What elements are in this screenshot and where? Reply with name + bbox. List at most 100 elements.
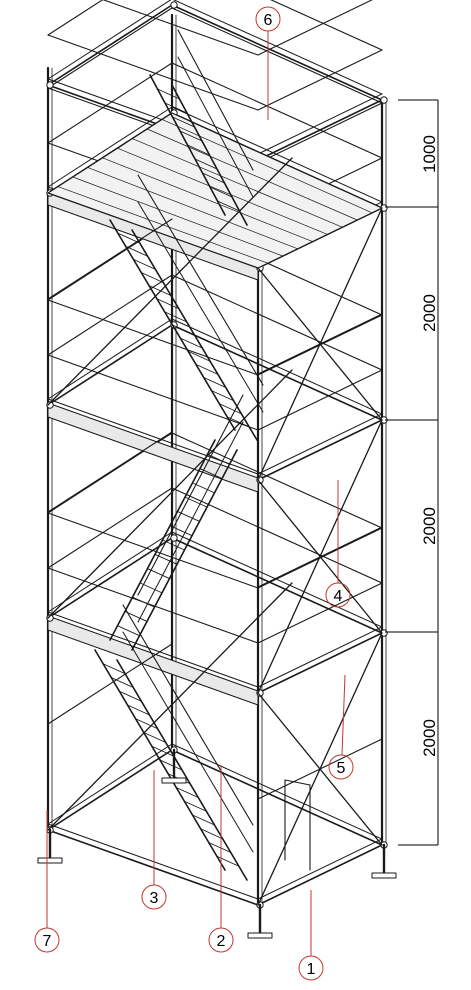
handrail bbox=[257, 102, 383, 164]
mid-ledger bbox=[47, 643, 173, 725]
callout-number-3: 3 bbox=[150, 890, 159, 907]
ledger-top bbox=[171, 531, 383, 628]
stair-tread bbox=[102, 663, 126, 675]
base-plate bbox=[371, 872, 397, 879]
ledger bbox=[257, 844, 383, 906]
ledger-top bbox=[47, 611, 259, 688]
stair-tread bbox=[127, 704, 150, 716]
diagonal-brace bbox=[257, 479, 383, 634]
handrail bbox=[47, 7, 173, 89]
stair-tread bbox=[159, 759, 183, 771]
handrail bbox=[171, 432, 383, 529]
callout-circle-5 bbox=[328, 754, 354, 780]
stair-tread bbox=[187, 350, 211, 362]
stair-tread bbox=[183, 800, 207, 812]
stair-handrail bbox=[137, 394, 244, 596]
stair-tread bbox=[135, 718, 159, 730]
ledger bbox=[257, 419, 383, 481]
coupler-rosette bbox=[46, 614, 54, 622]
base-plate bbox=[161, 777, 187, 784]
stair-tread bbox=[175, 787, 199, 798]
callout-circle-1 bbox=[298, 955, 324, 981]
stair-handrail bbox=[122, 604, 254, 826]
handrail bbox=[47, 299, 259, 376]
ledger-top bbox=[257, 838, 383, 900]
guardrail bbox=[257, 582, 383, 644]
callout-number-7: 7 bbox=[43, 933, 52, 950]
ledger bbox=[171, 537, 383, 634]
ledger bbox=[47, 749, 173, 831]
stair-tread bbox=[218, 403, 242, 415]
coupler-rosette bbox=[170, 534, 178, 542]
callout-circle-4 bbox=[325, 582, 351, 608]
guardrail bbox=[47, 0, 104, 36]
stair-midrail bbox=[137, 201, 264, 413]
toe-board bbox=[47, 615, 259, 706]
toe-board bbox=[47, 402, 259, 493]
ledger bbox=[47, 537, 173, 619]
ledger-top bbox=[171, 106, 383, 203]
stair-tread bbox=[203, 377, 227, 388]
stair-tread bbox=[217, 200, 240, 212]
mid-ledger bbox=[47, 218, 173, 300]
deck-board-line bbox=[146, 128, 358, 221]
deck-board-line bbox=[131, 138, 343, 228]
stair-midrail bbox=[177, 56, 254, 198]
ledger-top bbox=[171, 743, 383, 840]
ledger-top bbox=[47, 318, 173, 400]
stair-tread bbox=[110, 677, 134, 688]
stair-tread bbox=[164, 311, 188, 323]
ledger-top bbox=[257, 413, 383, 475]
handrail bbox=[102, 0, 259, 56]
callout-circle-3 bbox=[141, 884, 167, 910]
stair-tread bbox=[209, 186, 233, 198]
ledger-top bbox=[257, 626, 383, 688]
guardrail bbox=[47, 354, 259, 431]
callouts bbox=[34, 6, 354, 981]
ledger bbox=[171, 324, 383, 421]
stair-tread bbox=[192, 814, 215, 826]
callout-number-5: 5 bbox=[337, 760, 346, 777]
leader-line-5 bbox=[341, 674, 346, 756]
stair-tread bbox=[124, 610, 148, 622]
scaffold-structure bbox=[37, 0, 397, 939]
dimension-chain bbox=[385, 99, 439, 846]
stair-tread bbox=[202, 172, 225, 184]
ledger-top bbox=[172, 0, 383, 95]
stair-tread bbox=[156, 298, 180, 310]
handrail bbox=[171, 7, 383, 104]
stair-tread bbox=[157, 88, 180, 100]
stair-tread bbox=[148, 285, 172, 297]
stair-tread bbox=[172, 324, 195, 336]
dimension-label-middle: 2000 bbox=[420, 507, 439, 545]
stair-tread bbox=[172, 116, 195, 128]
handrail bbox=[47, 512, 259, 589]
stair-tread bbox=[117, 232, 141, 244]
guardrail bbox=[47, 34, 259, 111]
stair-tread bbox=[187, 144, 210, 156]
guardrail bbox=[47, 567, 259, 644]
gate-rail bbox=[284, 779, 311, 786]
stair-tread bbox=[200, 828, 224, 840]
deck-board-line bbox=[117, 147, 328, 235]
deck-board-line bbox=[72, 176, 284, 257]
stair-tread bbox=[132, 596, 155, 608]
ledger-top bbox=[47, 0, 172, 80]
ledger bbox=[47, 4, 173, 86]
ledger-top bbox=[47, 743, 173, 825]
callout-circle-6 bbox=[255, 6, 281, 32]
stair-midrail bbox=[137, 421, 244, 623]
mid-ledger bbox=[47, 431, 173, 513]
stair-tread bbox=[118, 690, 142, 702]
handrail bbox=[257, 0, 373, 56]
coupler-rosette bbox=[46, 81, 54, 89]
stair-tread bbox=[195, 363, 219, 375]
stair-tread bbox=[117, 625, 140, 637]
coupler-rosette bbox=[170, 1, 178, 9]
callout-number-2: 2 bbox=[217, 933, 226, 950]
stair-tread bbox=[143, 732, 167, 743]
deck-board-line bbox=[87, 167, 299, 250]
deck-board-line bbox=[161, 119, 373, 214]
base-plate bbox=[37, 857, 63, 864]
